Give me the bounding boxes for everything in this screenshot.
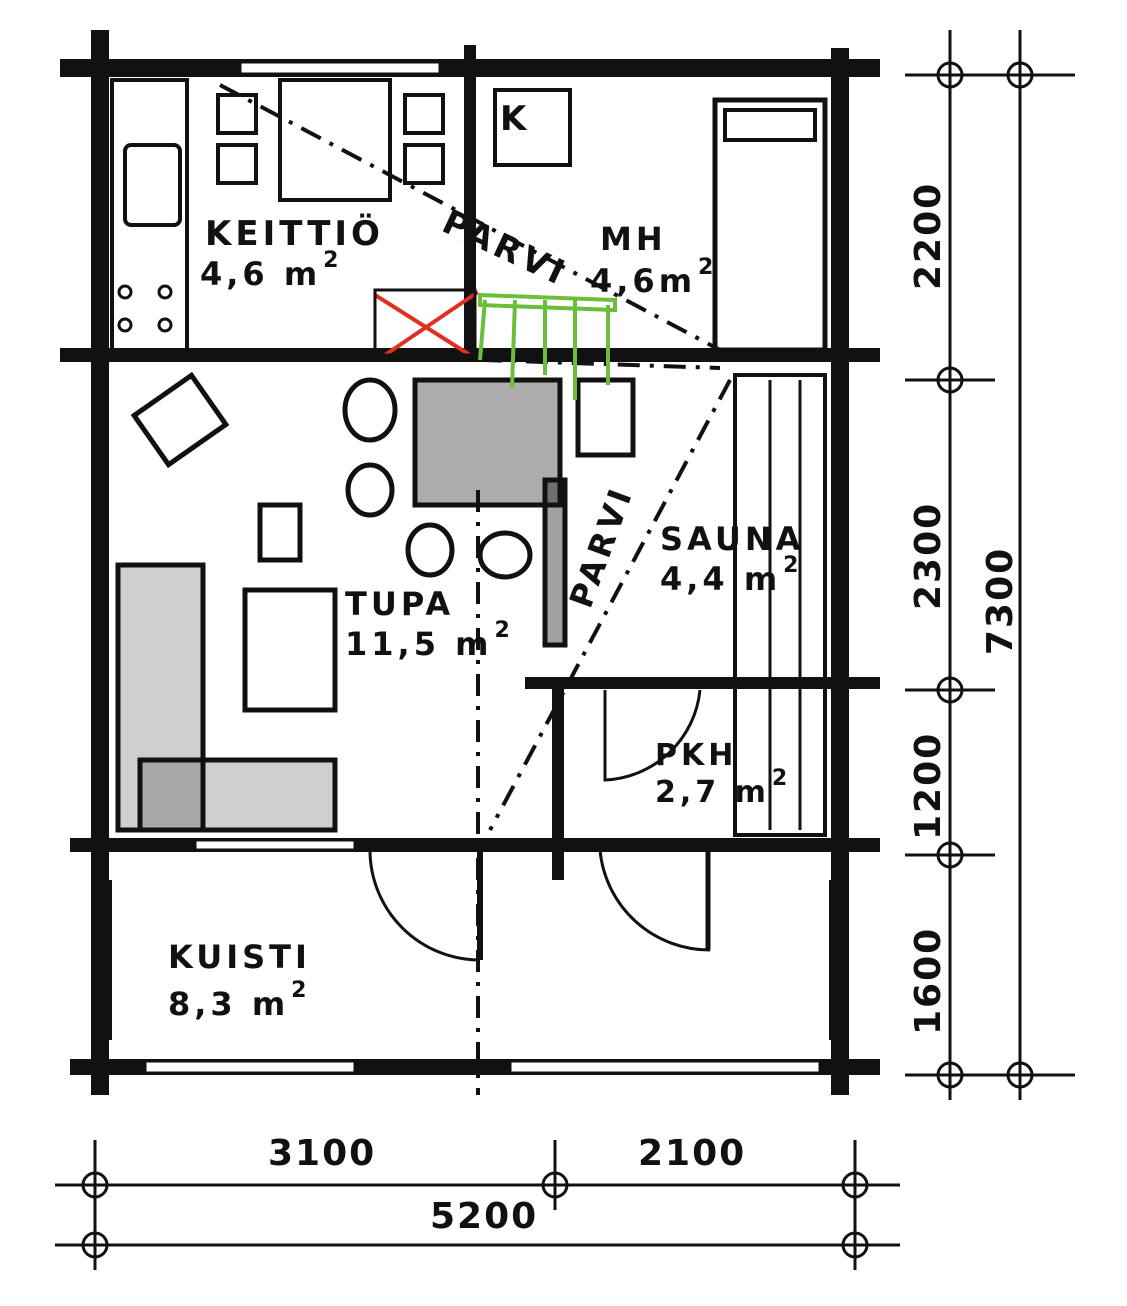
- room-mh-area-line: 4,6m2: [590, 255, 713, 300]
- dimension-lines: [55, 30, 1075, 1270]
- room-sauna-area: 4,4 m: [660, 560, 781, 598]
- room-mh-sup: 2: [698, 255, 713, 280]
- room-tupa-area-line: 11,5 m2: [345, 618, 510, 663]
- doors: [368, 689, 711, 962]
- dim-5200: 5200: [430, 1196, 538, 1237]
- dim-2100: 2100: [638, 1133, 746, 1174]
- room-keittio-area: 4,6 m: [200, 255, 321, 293]
- room-tupa-sup: 2: [494, 618, 509, 643]
- room-keittio-name: KEITTIÖ: [205, 213, 384, 254]
- room-keittio-area-line: 4,6 m2: [200, 248, 338, 293]
- room-labels: KEITTIÖ 4,6 m2 K PARVI MH 4,6m2 TUPA 11,…: [168, 99, 804, 1023]
- room-pkh-name: PKH: [655, 738, 737, 773]
- room-tupa-area: 11,5 m: [345, 625, 492, 663]
- room-pkh-area-line: 2,7 m2: [655, 766, 787, 810]
- dim-3100: 3100: [268, 1133, 376, 1174]
- room-pkh-sup: 2: [772, 766, 787, 791]
- windows: [143, 60, 822, 1075]
- room-parvi-mid: PARVI: [562, 481, 641, 613]
- room-pkh-area: 2,7 m: [655, 775, 770, 810]
- dim-1600: 1600: [908, 927, 949, 1035]
- room-tupa-name: TUPA: [345, 585, 454, 623]
- room-kuisti-area-line: 8,3 m2: [168, 978, 306, 1023]
- room-sauna-sup: 2: [783, 553, 798, 578]
- dim-2300: 2300: [908, 502, 949, 610]
- room-sauna-area-line: 4,4 m2: [660, 553, 798, 598]
- room-kuisti-name: KUISTI: [168, 938, 311, 976]
- stair-hatch: [373, 288, 477, 357]
- dim-2200: 2200: [908, 182, 949, 290]
- green-stair-annotation: [478, 292, 617, 400]
- room-kuisti-area: 8,3 m: [168, 985, 289, 1023]
- room-mh-area: 4,6m: [590, 262, 696, 300]
- room-k: K: [500, 99, 530, 139]
- living-room-furniture: [115, 371, 636, 833]
- dim-7300: 7300: [980, 547, 1021, 655]
- room-parvi-top: PARVI: [436, 202, 574, 295]
- kitchen-fixtures: [110, 78, 721, 370]
- room-kuisti-sup: 2: [291, 978, 306, 1003]
- red-cross-annotation: [373, 290, 480, 357]
- bedroom-fixtures: [493, 88, 828, 353]
- room-mh-name: MH: [600, 220, 667, 258]
- dimension-labels: 2200 2300 1200 1600 7300 3100 2100 5200: [268, 182, 1021, 1237]
- room-keittio-sup: 2: [323, 248, 338, 273]
- dim-1200: 1200: [908, 732, 949, 840]
- sauna-benches: [476, 373, 827, 1095]
- room-sauna-name: SAUNA: [660, 520, 804, 558]
